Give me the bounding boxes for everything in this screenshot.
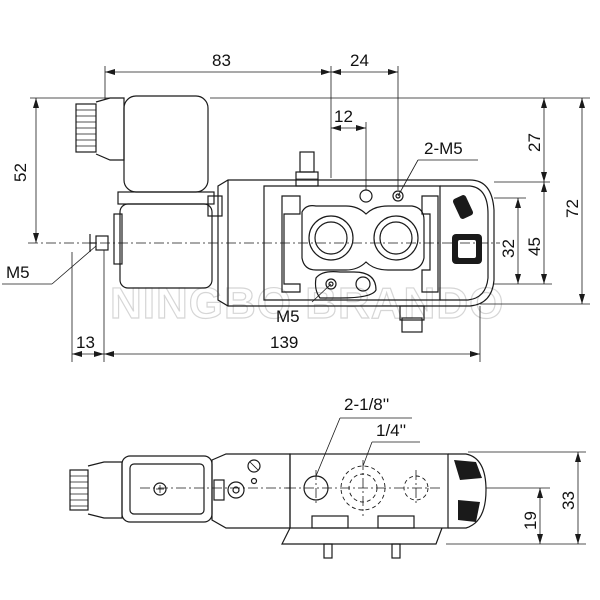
dim-12: 12 [331,107,367,190]
callout-1-4-label: 1/4'' [376,421,406,440]
callout-m5-left: M5 [2,245,97,285]
dim-33-label: 33 [559,491,578,510]
dim-52: 52 [11,97,120,243]
dim-33-19: 33 19 [446,451,586,545]
coil-body [113,95,223,289]
side-view: 33 19 2-1/8'' 1/4'' [69,395,586,559]
watermark-text: NINGBO BRANDO [110,279,504,328]
dim-24-label: 24 [350,51,369,70]
dim-72-label: 72 [563,199,582,218]
dim-32-45: 32 45 [494,182,552,285]
dim-52-label: 52 [11,163,30,182]
coil-connector [75,97,125,161]
dim-24: 24 [331,51,399,190]
callout-m5-bottom-label: M5 [276,307,300,326]
dim-83-label: 83 [212,51,231,70]
dim-13-label: 13 [76,333,95,352]
dim-139-label: 139 [270,333,298,352]
main-ports [301,205,425,271]
dim-12-label: 12 [334,107,353,126]
callout-1-4: 1/4'' [362,421,420,467]
side-connector [69,455,213,523]
callout-m5-left-label: M5 [6,263,30,282]
dim-32-label: 32 [499,239,518,258]
valve-body-top [217,151,495,333]
dim-13-139: 13 139 [71,250,481,362]
callout-1-8: 2-1/8'' [315,395,412,477]
callout-1-8-label: 2-1/8'' [344,395,389,414]
side-armature [211,453,291,529]
dim-83: 83 [104,51,332,178]
dim-19-label: 19 [521,511,540,530]
dim-27-72: 27 72 [210,97,590,305]
dim-45-label: 45 [525,237,544,256]
callout-2-m5: 2-M5 [397,139,478,197]
dim-27-label: 27 [525,133,544,152]
top-view: 83 24 12 52 [2,51,590,362]
m5-top-ports [359,189,404,203]
side-body [281,453,487,559]
callout-m5-bottom: M5 [276,283,332,326]
m5-bottom-ports [314,271,377,299]
callout-2-m5-label: 2-M5 [424,139,463,158]
